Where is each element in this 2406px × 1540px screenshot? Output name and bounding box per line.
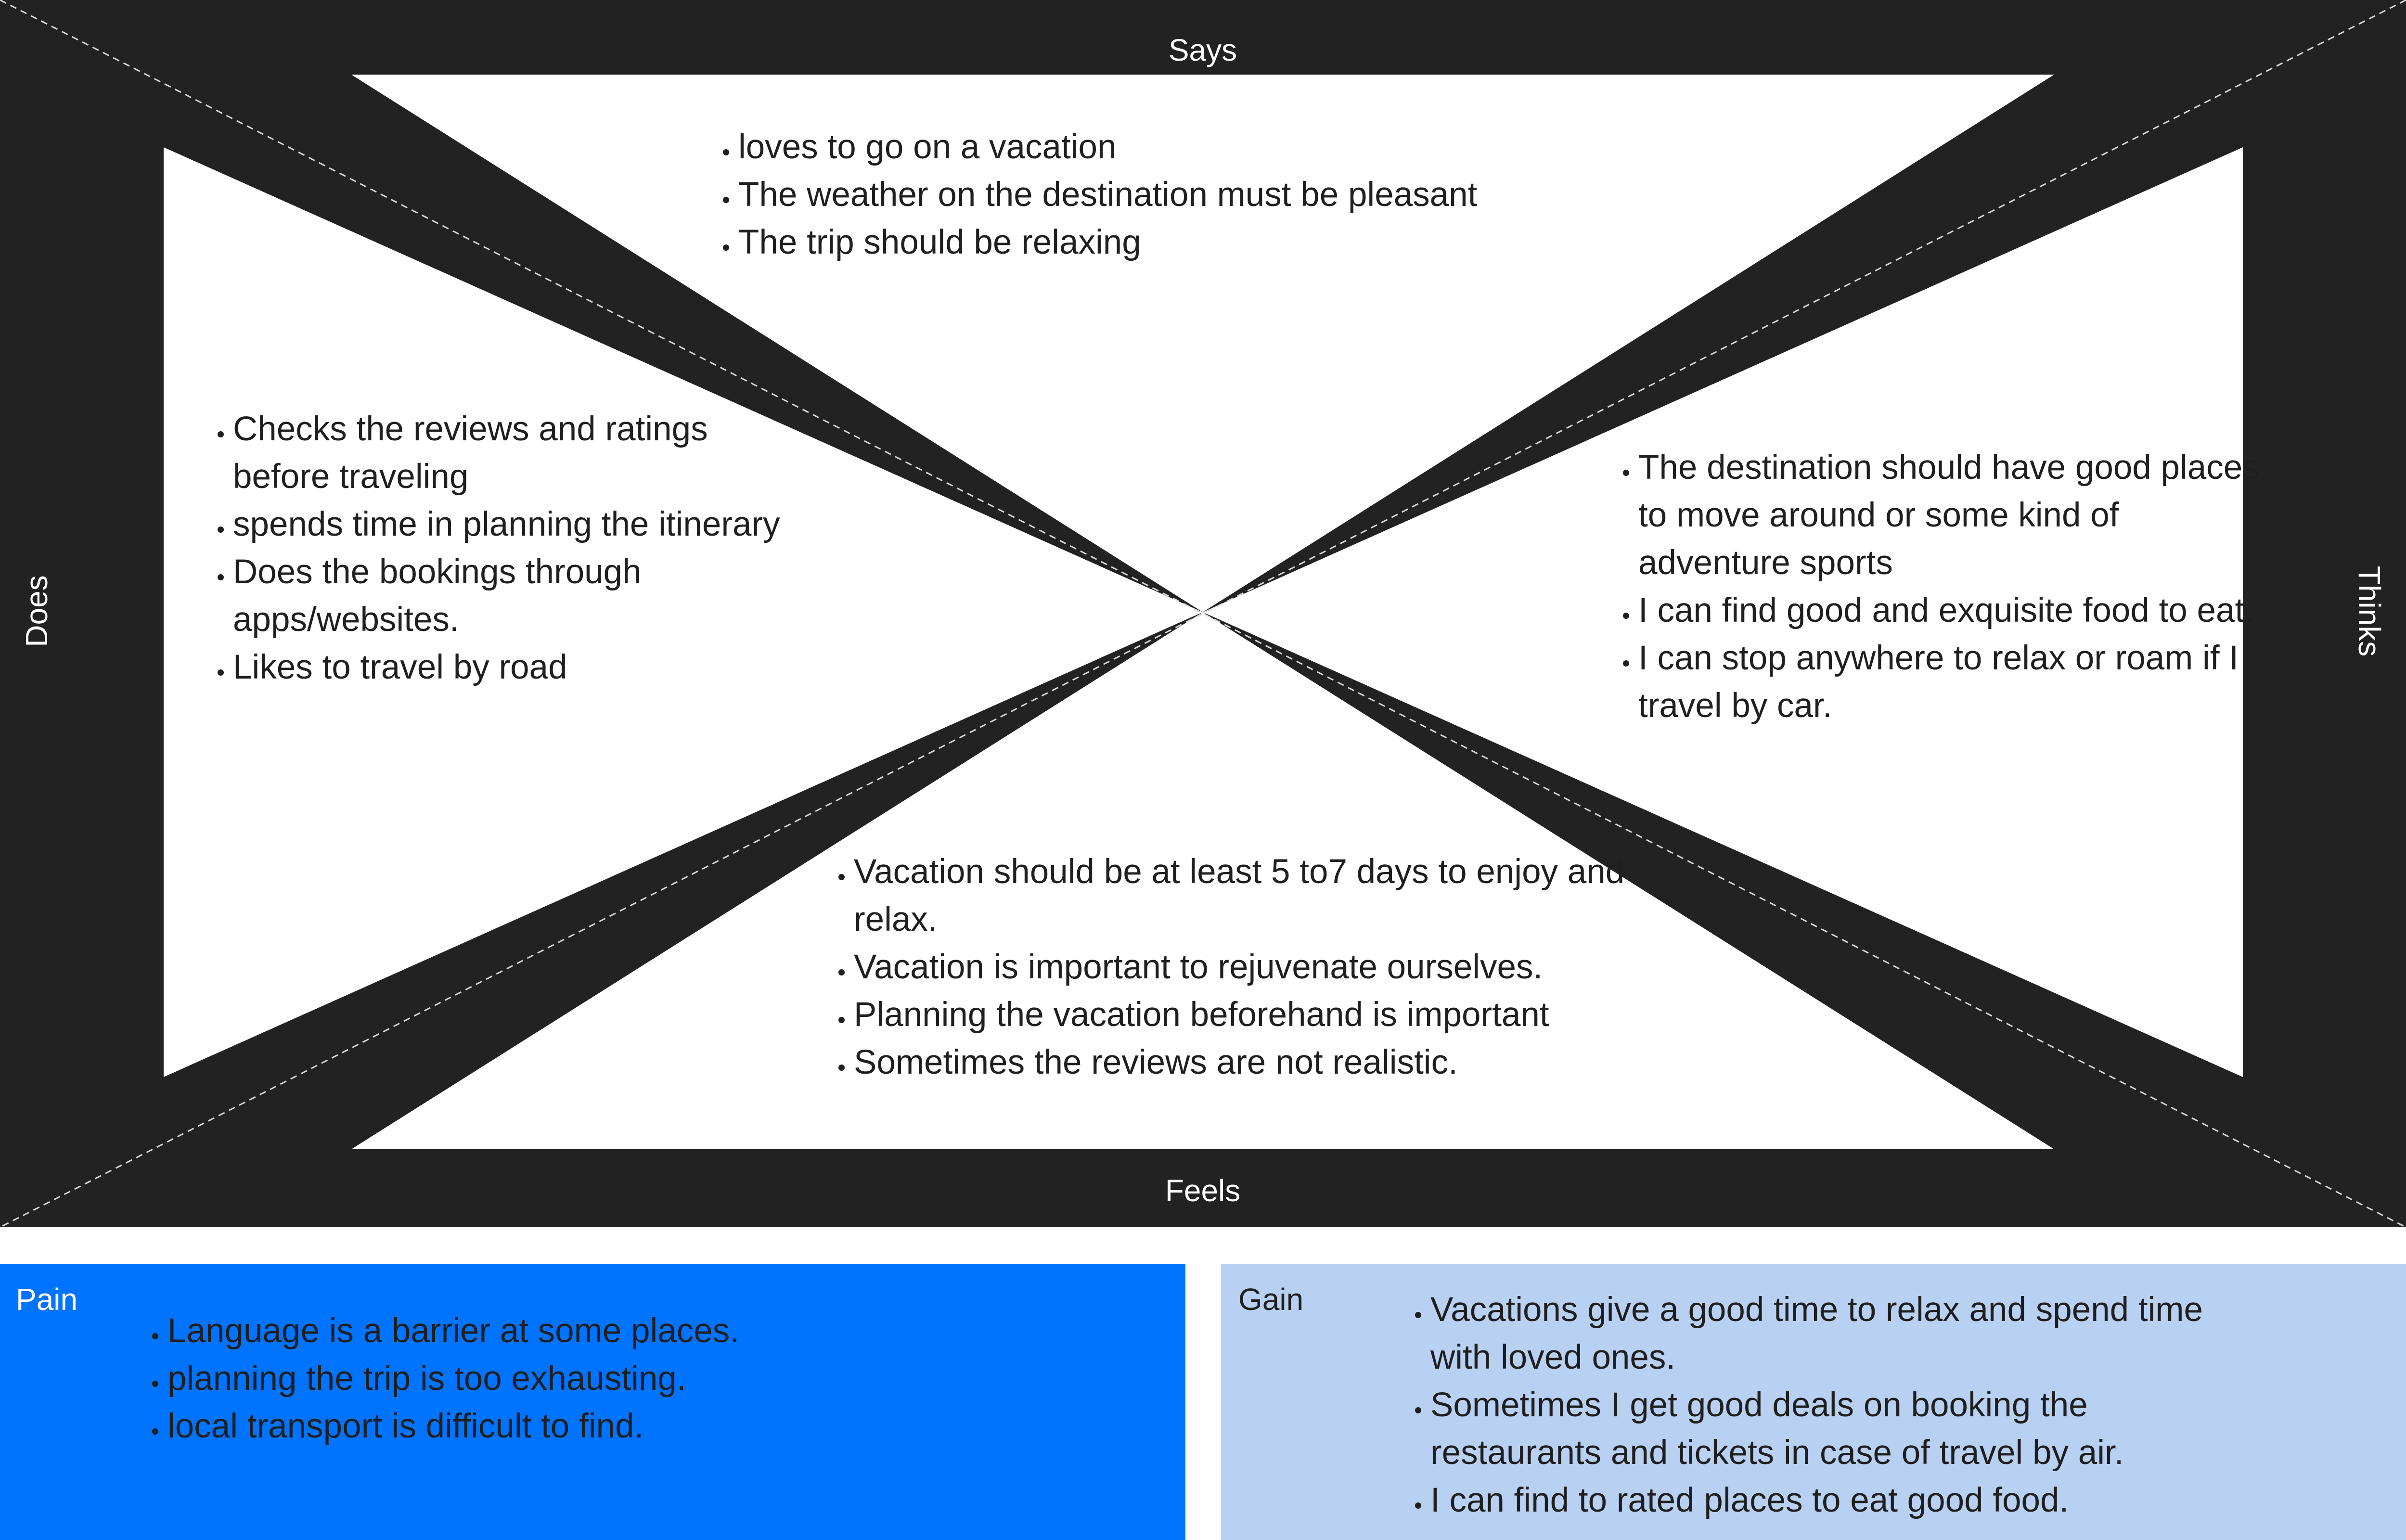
list-item: local transport is difficult to find. bbox=[167, 1402, 1082, 1450]
list-item: loves to go on a vacation bbox=[738, 123, 1653, 171]
list-item: I can stop anywhere to relax or roam if … bbox=[1638, 634, 2264, 730]
feels-list: Vacation should be at least 5 to7 days t… bbox=[818, 848, 1672, 1086]
list-item: Does the bookings through apps/websites. bbox=[233, 548, 811, 643]
list-item: The weather on the destination must be p… bbox=[738, 171, 1653, 218]
list-item: planning the trip is too exhausting. bbox=[167, 1355, 1082, 1402]
gain-panel: Gain Vacations give a good time to relax… bbox=[1221, 1264, 2406, 1540]
list-item: Vacation is important to rejuvenate ours… bbox=[854, 943, 1672, 991]
pain-list: Language is a barrier at some places. pl… bbox=[132, 1307, 1082, 1450]
list-item: Language is a barrier at some places. bbox=[167, 1307, 1082, 1355]
list-item: I can find good and exquisite food to ea… bbox=[1638, 587, 2264, 634]
thinks-label: Thinks bbox=[2352, 565, 2387, 657]
list-item: Vacations give a good time to relax and … bbox=[1430, 1286, 2249, 1381]
list-item: The destination should have good places … bbox=[1638, 444, 2264, 587]
says-list: loves to go on a vacation The weather on… bbox=[703, 123, 1653, 266]
does-label: Does bbox=[19, 575, 54, 647]
gain-label: Gain bbox=[1238, 1282, 1304, 1317]
pain-label: Pain bbox=[16, 1282, 78, 1317]
does-region bbox=[164, 147, 1203, 1077]
list-item: Checks the reviews and ratings before tr… bbox=[233, 405, 811, 500]
list-item: I can find to rated places to eat good f… bbox=[1430, 1476, 2249, 1524]
gain-list: Vacations give a good time to relax and … bbox=[1395, 1286, 2249, 1524]
list-item: Likes to travel by road bbox=[233, 643, 811, 691]
list-item: Sometimes I get good deals on booking th… bbox=[1430, 1381, 2249, 1476]
feels-label: Feels bbox=[1165, 1173, 1241, 1208]
thinks-list: The destination should have good places … bbox=[1603, 444, 2264, 730]
says-label: Says bbox=[1168, 33, 1237, 67]
feels-region bbox=[351, 612, 2054, 1149]
thinks-region bbox=[1203, 147, 2243, 1077]
list-item: Vacation should be at least 5 to7 days t… bbox=[854, 848, 1672, 943]
says-region bbox=[351, 75, 2054, 612]
does-list: Checks the reviews and ratings before tr… bbox=[197, 405, 811, 691]
pain-panel: Pain Language is a barrier at some place… bbox=[0, 1264, 1185, 1540]
list-item: The trip should be relaxing bbox=[738, 218, 1653, 266]
empathy-map-frame bbox=[0, 0, 2406, 1227]
list-item: Sometimes the reviews are not realistic. bbox=[854, 1039, 1672, 1086]
list-item: Planning the vacation beforehand is impo… bbox=[854, 991, 1672, 1039]
list-item: spends time in planning the itinerary bbox=[233, 500, 811, 548]
